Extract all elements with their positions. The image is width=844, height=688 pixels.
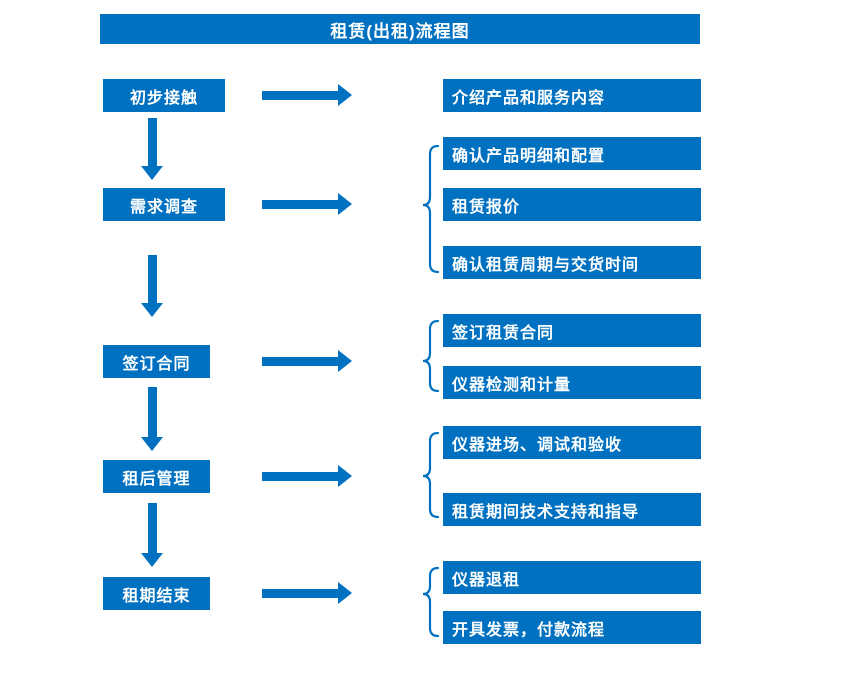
stage-box-demand-survey: 需求调查 <box>103 188 225 221</box>
stage-box-initial-contact: 初步接触 <box>103 79 225 112</box>
arrow-right-1 <box>262 84 352 106</box>
bracket-sign-contract <box>422 320 440 392</box>
stage-box-post-rental-management: 租后管理 <box>103 460 210 493</box>
detail-box: 仪器检测和计量 <box>443 366 701 399</box>
detail-box: 签订租赁合同 <box>443 314 701 347</box>
detail-box: 开具发票，付款流程 <box>443 611 701 644</box>
detail-box: 确认租赁周期与交货时间 <box>443 246 701 279</box>
arrow-right-5 <box>262 582 352 604</box>
arrow-right-4 <box>262 465 352 487</box>
arrow-down-1 <box>141 118 163 180</box>
bracket-demand-survey <box>422 145 440 273</box>
detail-box: 租赁期间技术支持和指导 <box>443 493 701 526</box>
detail-box: 仪器退租 <box>443 561 701 594</box>
detail-box: 仪器进场、调试和验收 <box>443 426 701 459</box>
arrow-right-2 <box>262 193 352 215</box>
stage-box-lease-end: 租期结束 <box>103 577 210 610</box>
detail-box: 租赁报价 <box>443 188 701 221</box>
arrow-down-2 <box>141 255 163 317</box>
bracket-post-rental-management <box>422 432 440 518</box>
arrow-down-3 <box>141 387 163 451</box>
arrow-right-3 <box>262 350 352 372</box>
detail-box: 确认产品明细和配置 <box>443 137 701 170</box>
bracket-lease-end <box>422 567 440 637</box>
page-title: 租赁(出租)流程图 <box>100 14 700 44</box>
stage-box-sign-contract: 签订合同 <box>103 345 210 378</box>
detail-box: 介绍产品和服务内容 <box>443 79 701 112</box>
arrow-down-4 <box>141 503 163 567</box>
